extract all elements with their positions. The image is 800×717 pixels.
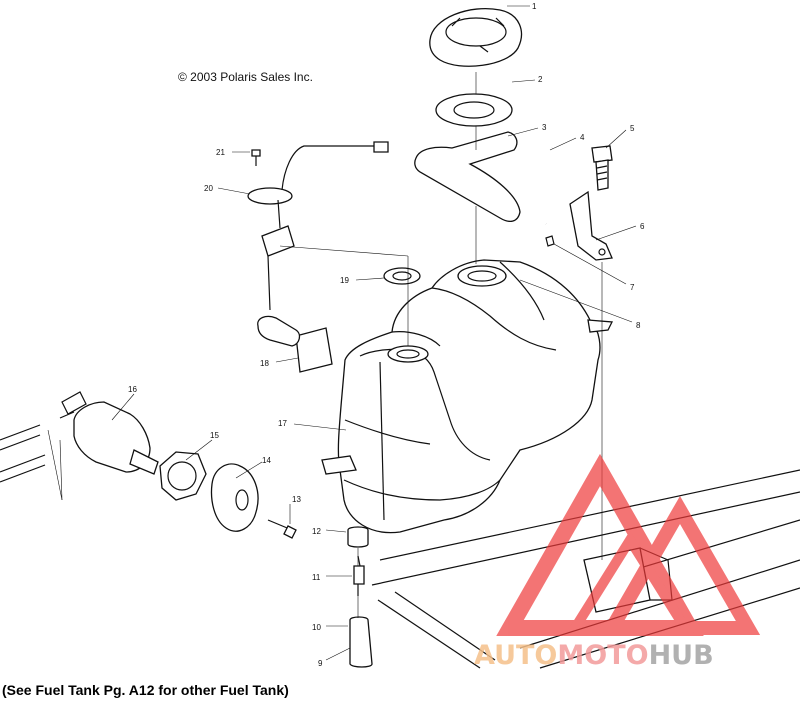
callout-19: 19 (340, 276, 349, 285)
callout-10: 10 (312, 623, 321, 632)
callout-numbers: 1 2 3 4 5 6 7 8 9 10 11 12 13 14 15 16 1… (128, 2, 645, 668)
callout-2: 2 (538, 75, 543, 84)
callout-9: 9 (318, 659, 323, 668)
watermark-triangle-inner (565, 530, 695, 633)
callout-12: 12 (312, 527, 321, 536)
callout-16: 16 (128, 385, 137, 394)
callout-20: 20 (204, 184, 213, 193)
sender-screw (251, 149, 261, 166)
callout-5: 5 (630, 124, 635, 133)
outlet-grommet (347, 526, 369, 548)
fuel-level-sender (247, 141, 389, 347)
sender-gasket (383, 267, 421, 285)
callout-6: 6 (640, 222, 645, 231)
footer-note: (See Fuel Tank Pg. A12 for other Fuel Ta… (2, 682, 289, 698)
callout-11: 11 (312, 573, 321, 582)
fuel-fitting (353, 555, 365, 596)
leader-lines (111, 5, 637, 661)
callout-8: 8 (636, 321, 641, 330)
watermark-auto: AUTO (474, 640, 557, 671)
fuel-pump (59, 391, 159, 475)
mount-screw (267, 519, 297, 539)
hose-clip (545, 235, 555, 247)
callout-14: 14 (262, 456, 271, 465)
watermark-hub: HUB (649, 640, 714, 671)
pump-nut (159, 451, 207, 501)
automotohub-watermark (496, 453, 761, 636)
fuel-decal (295, 327, 333, 373)
callout-18: 18 (260, 359, 269, 368)
fuel-tank (321, 259, 614, 534)
callout-21: 21 (216, 148, 225, 157)
fuel-hose (349, 616, 373, 668)
bolt (591, 145, 613, 191)
fuel-cap (429, 8, 523, 67)
callout-13: 13 (292, 495, 301, 504)
callout-1: 1 (532, 2, 537, 11)
callout-3: 3 (542, 123, 547, 132)
fuel-lines (0, 424, 63, 501)
watermark-text: AUTOMOTOHUB (474, 640, 714, 671)
vent-hose (530, 146, 554, 226)
trim-cover (414, 131, 521, 223)
copyright-notice: © 2003 Polaris Sales Inc. (178, 70, 313, 84)
callout-7: 7 (630, 283, 635, 292)
callout-4: 4 (580, 133, 585, 142)
callout-17: 17 (278, 419, 287, 428)
cap-gasket (435, 93, 513, 127)
mounting-bracket (569, 190, 613, 261)
pump-mount (210, 463, 259, 532)
callout-15: 15 (210, 431, 219, 440)
watermark-moto: MOTO (557, 640, 648, 671)
